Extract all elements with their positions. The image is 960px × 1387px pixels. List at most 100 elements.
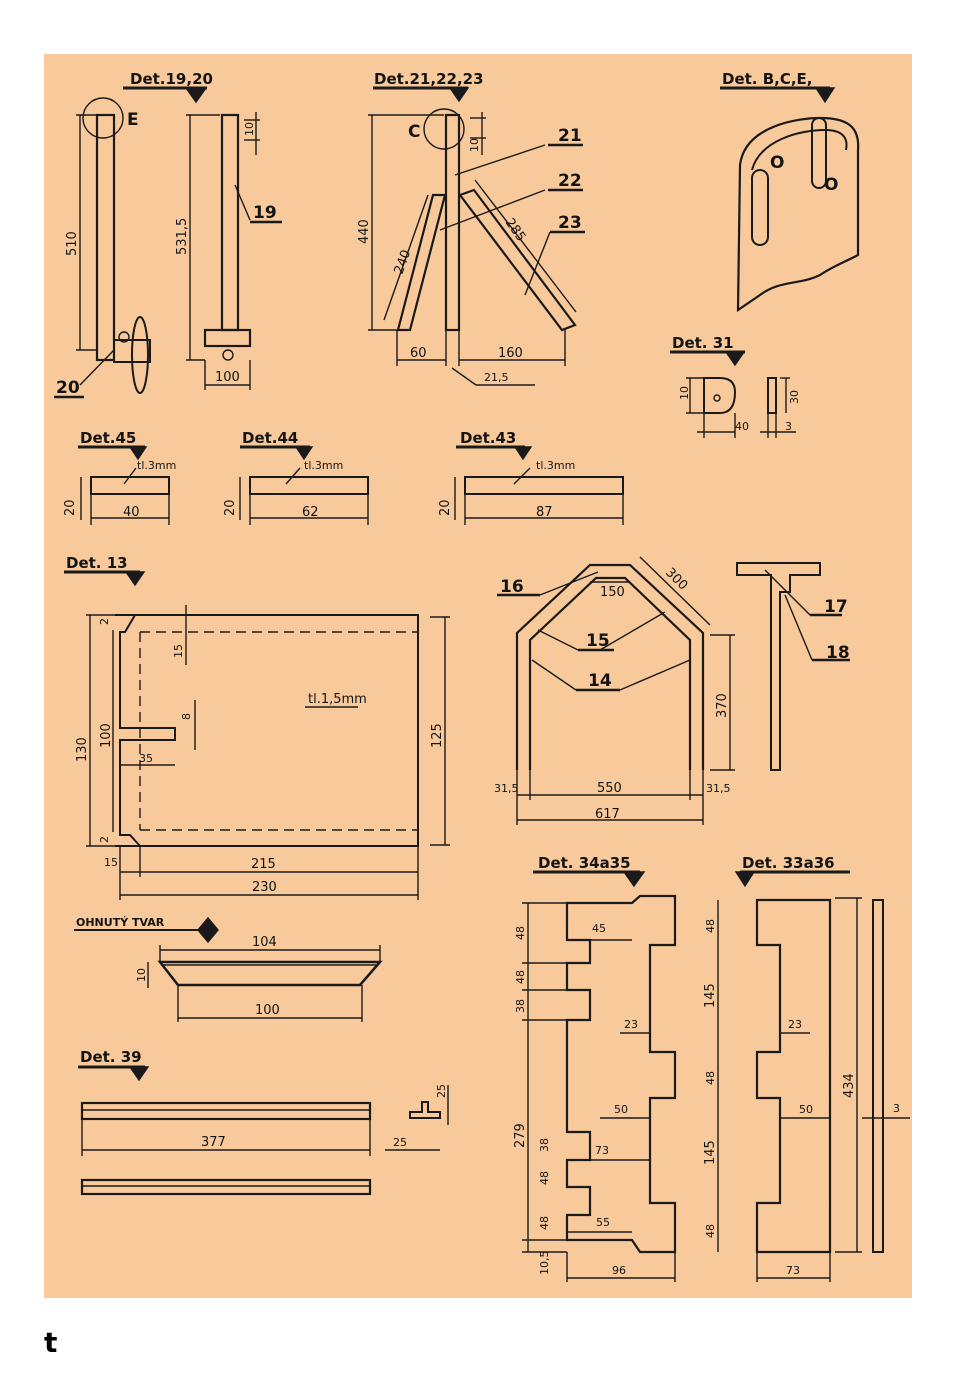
dim-48-d: 48 [538,1216,551,1230]
dim-377: 377 [201,1135,226,1150]
dim-531-5: 531,5 [175,218,190,255]
det-34a35-drawing [522,870,677,1282]
dim-21-5: 21,5 [484,371,509,384]
part-21: 21 [558,126,582,146]
dim-100-b: 100 [99,723,114,748]
dim-23-a: 23 [624,1018,638,1031]
dim-8: 8 [180,713,193,720]
label-det-34a35: Det. 34a35 [538,854,631,872]
dim-73-b: 73 [786,1264,800,1277]
dim-48-b: 48 [514,970,527,984]
dim-73-a: 73 [595,1144,609,1157]
dim-25-b: 25 [393,1136,407,1149]
dim-510: 510 [65,231,80,256]
part-17: 17 [824,597,848,617]
det-31-drawing [670,350,796,438]
dim-10-5: 10,5 [538,1251,551,1276]
dim-15-a: 15 [172,644,185,658]
dim-25-a: 25 [435,1084,448,1098]
part-22: 22 [558,171,582,191]
dim-230: 230 [252,880,277,895]
dim-145-b: 145 [703,1140,718,1165]
dim-440: 440 [357,219,372,244]
letter-c: C [408,122,420,142]
det-19-20-drawing [54,86,282,399]
thickness-det-45: tl.3mm [137,459,176,472]
dim-2-a: 2 [98,618,111,625]
letter-o-2: O [824,175,838,195]
dim-145-a: 145 [703,983,718,1008]
part-18: 18 [826,643,850,663]
det-bce-drawing [720,86,860,313]
label-det-bce: Det. B,C,E, [722,70,813,88]
dim-617: 617 [595,807,620,822]
label-det-44: Det.44 [242,429,298,447]
dim-10-d: 10 [135,968,148,982]
dim-300: 300 [662,565,690,593]
det-33a36-drawing [620,870,910,1282]
dim-370: 370 [715,693,730,718]
thickness-det-13: tl.1,5mm [308,692,367,707]
det-39-drawing [78,1065,449,1196]
dim-60: 60 [410,346,427,361]
dim-3-a: 3 [785,420,792,433]
label-det-45: Det.45 [80,429,136,447]
dim-160: 160 [498,346,523,361]
dim-15-b: 15 [104,856,118,869]
label-det-39: Det. 39 [80,1048,142,1066]
dim-550: 550 [597,781,622,796]
part-19: 19 [253,203,277,223]
dim-48-c: 48 [538,1171,551,1185]
corner-mark: t [44,1326,58,1359]
dim-434: 434 [842,1073,857,1098]
dim-3-b: 3 [893,1102,900,1115]
dim-96: 96 [612,1264,626,1277]
dim-100-a: 100 [215,370,240,385]
dim-125: 125 [430,723,445,748]
dim-2-b: 2 [98,836,111,843]
dim-48-g: 48 [704,1224,717,1238]
det-21-23-drawing [368,86,585,386]
dim-50-a: 50 [614,1103,628,1116]
dim-45: 45 [592,922,606,935]
frame-14-16-drawing [497,556,850,825]
dim-279: 279 [513,1123,528,1148]
dim-38-b: 38 [538,1138,551,1152]
dim-130: 130 [75,737,90,762]
text-labels: Det.19,20 Det.21,22,23 Det. B,C,E, Det. … [56,70,900,1277]
label-det-13: Det. 13 [66,554,128,572]
letter-e: E [127,110,139,130]
dim-38-a: 38 [514,999,527,1013]
dim-100-c: 100 [255,1003,280,1018]
letter-o-1: O [770,153,784,173]
dim-31-5-b: 31,5 [706,782,731,795]
dim-48-a: 48 [514,926,527,940]
dim-215: 215 [251,857,276,872]
dim-20-c: 20 [438,499,453,516]
dim-40-b: 40 [123,505,140,520]
dim-104: 104 [252,935,277,950]
dim-50-b: 50 [799,1103,813,1116]
dim-48-e: 48 [704,919,717,933]
dim-48-f: 48 [704,1071,717,1085]
dim-150: 150 [600,585,625,600]
dim-30: 30 [788,390,801,404]
part-20: 20 [56,378,80,398]
part-23: 23 [558,213,582,233]
part-16: 16 [500,577,524,597]
det-45-44-43-drawing [78,445,624,525]
dim-10-b: 10 [468,138,481,152]
label-ohnuty-tvar: OHNUTÝ TVAR [76,916,165,929]
det-13-drawing [64,570,450,900]
dim-10-a: 10 [243,122,256,136]
dim-10-c: 10 [678,386,691,400]
label-det-43: Det.43 [460,429,516,447]
label-det-19-20: Det.19,20 [130,70,213,88]
dim-87: 87 [536,505,553,520]
dim-240: 240 [392,248,415,276]
part-14: 14 [588,671,612,691]
dim-20-a: 20 [63,499,78,516]
label-det-21-23: Det.21,22,23 [374,70,484,88]
part-15: 15 [586,631,610,651]
